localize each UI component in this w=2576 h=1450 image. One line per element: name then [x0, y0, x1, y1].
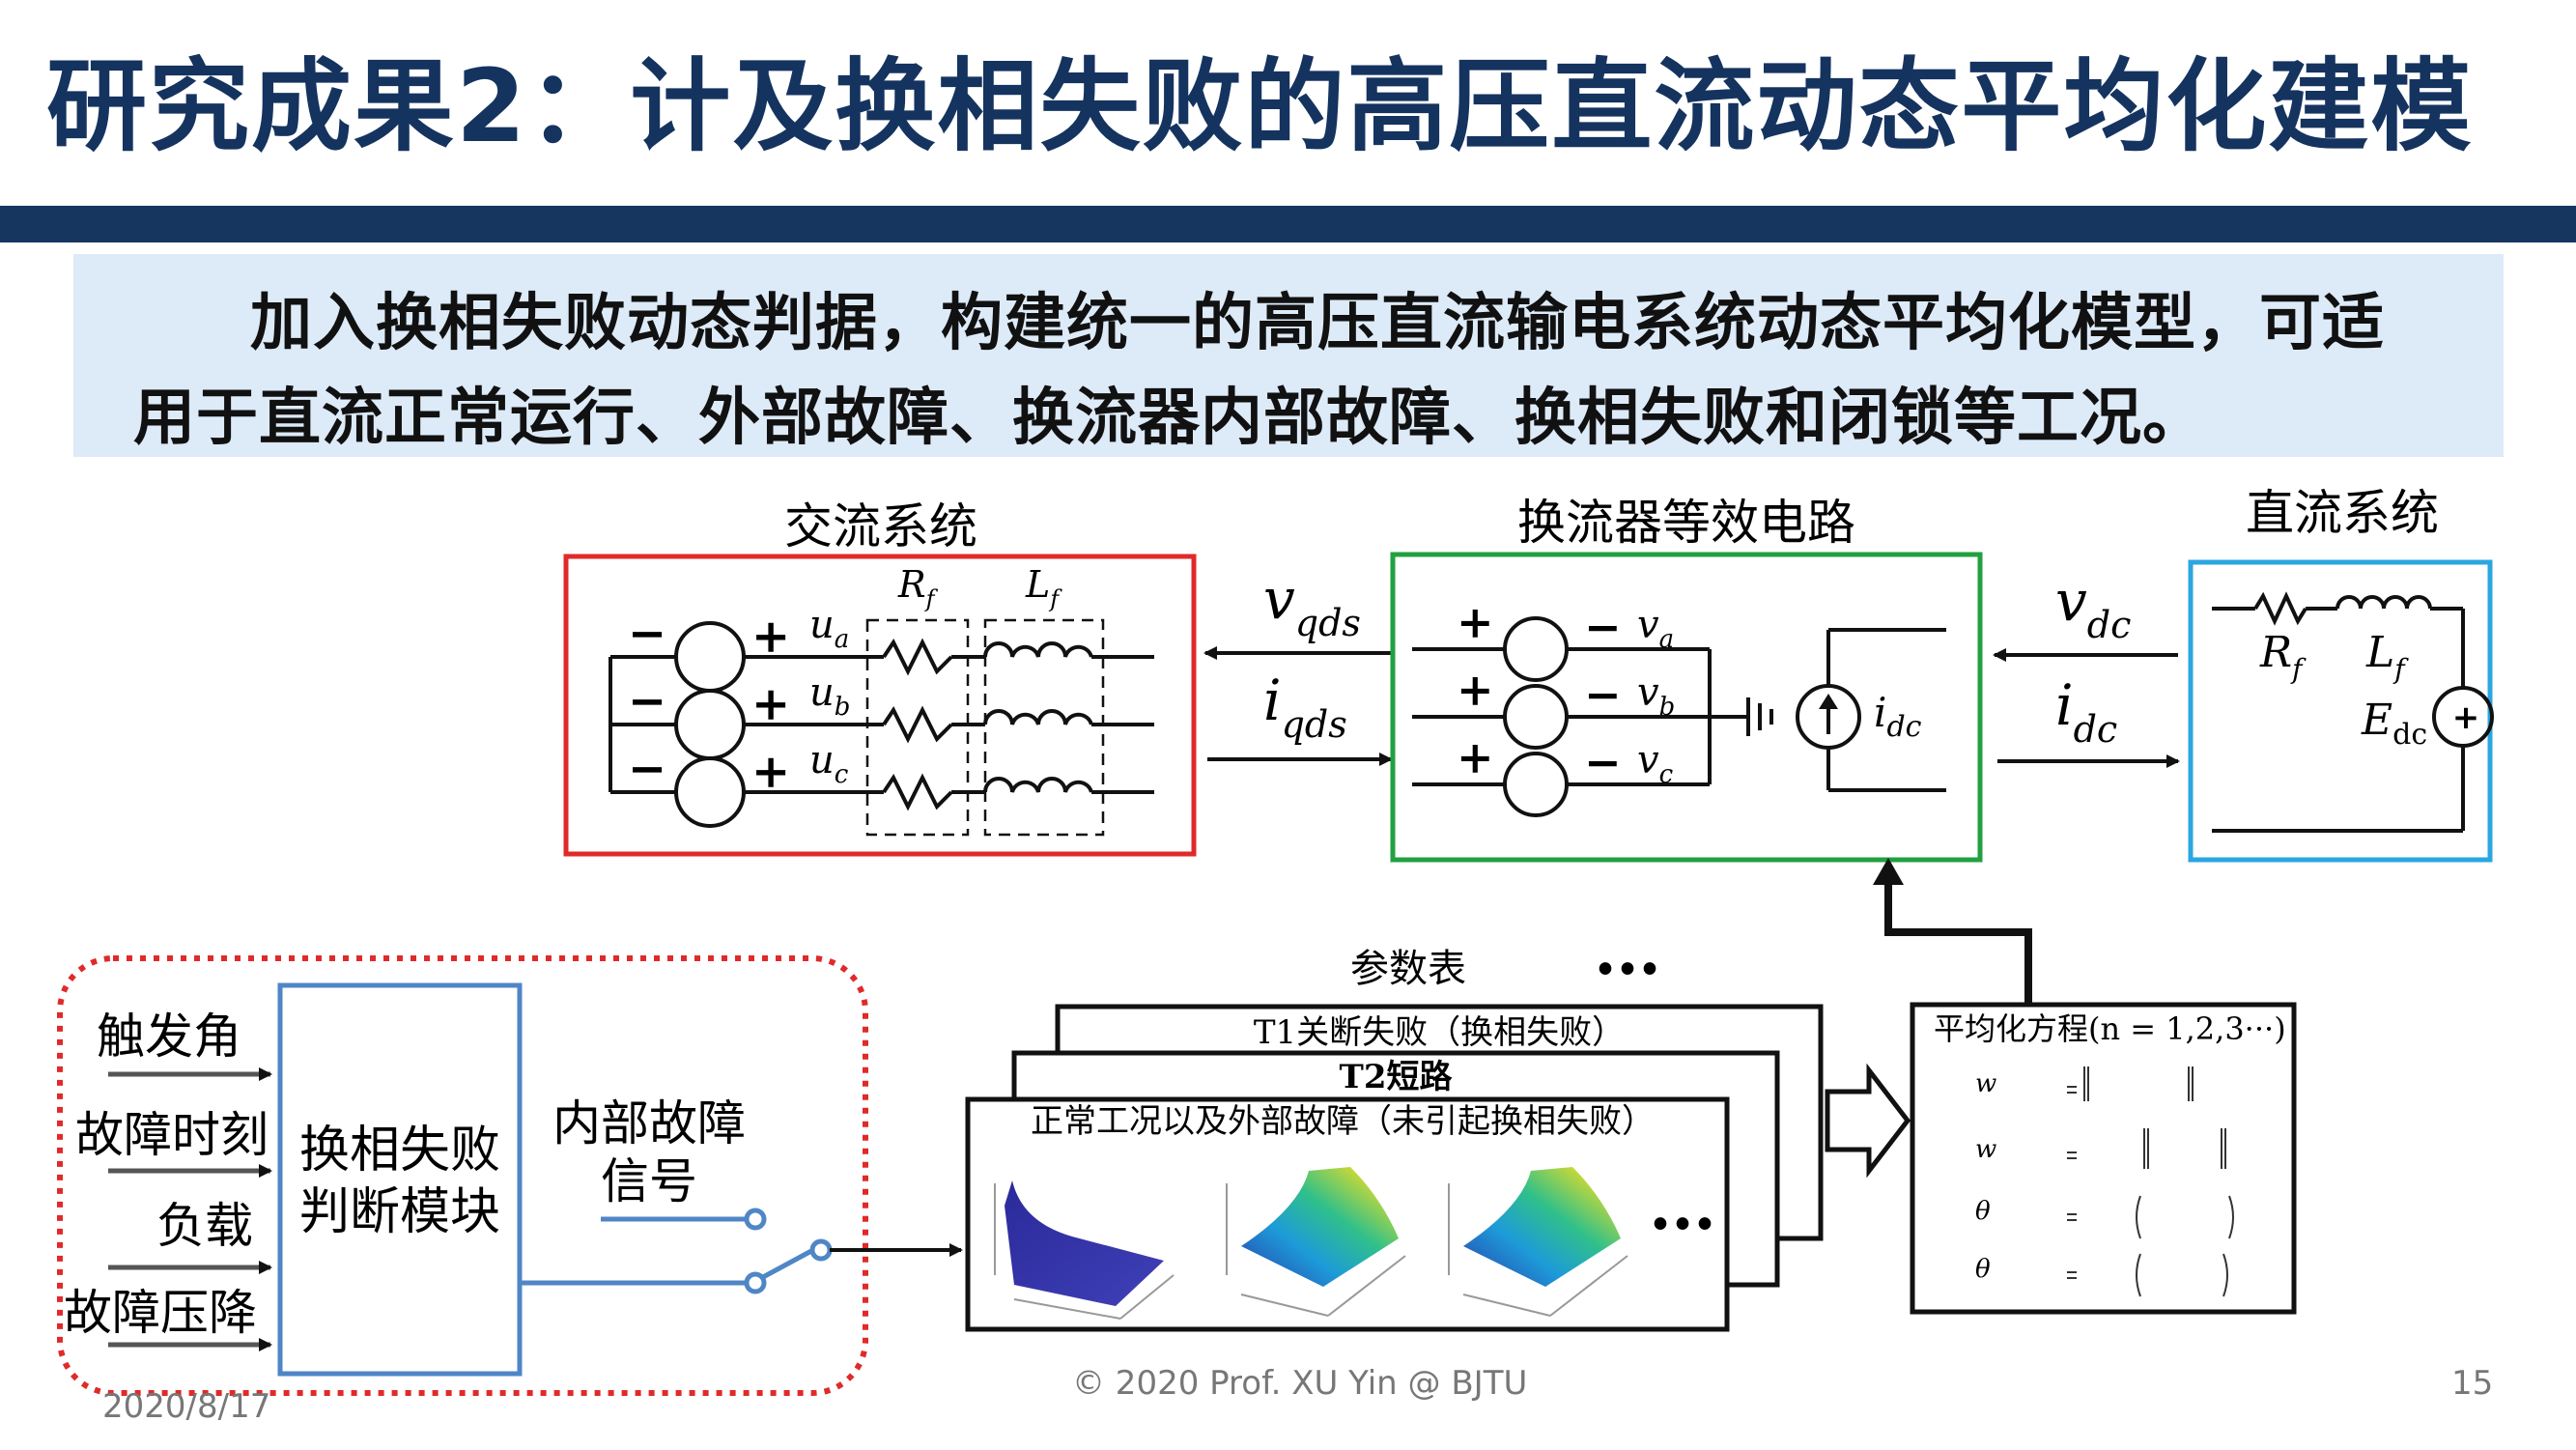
table-t1-label: T1关断失败（换相失败） [1254, 1013, 1625, 1052]
svg-text:+: + [1457, 664, 1494, 716]
ua-label: ua [809, 603, 849, 654]
vqds-label: vqds [1263, 566, 1361, 644]
equation-line: θ [1975, 1255, 1991, 1284]
vc-label: vc [1637, 738, 1674, 789]
ac-system-label: 交流系统 [784, 498, 977, 554]
idc-label: idc [2055, 672, 2117, 751]
svg-text:−: − [628, 742, 666, 796]
surface-plot-3 [1448, 1167, 1628, 1317]
param-table-label: 参数表 [1350, 947, 1466, 991]
dc-circuit [2212, 591, 2494, 833]
plots-ellipsis: ••• [1649, 1205, 1715, 1245]
hollow-arrow-to-equations [1825, 1063, 1911, 1179]
dc-system-label: 直流系统 [2246, 485, 2439, 541]
equation-line: w [1975, 1069, 1996, 1098]
averaged-equations-box [1910, 1002, 2297, 1315]
dc-lf-label: Lf [2365, 628, 2409, 685]
converter-box [1390, 552, 1983, 863]
footer-page-number: 15 [2451, 1364, 2494, 1403]
svg-text:+: + [1457, 731, 1494, 783]
ac-resistor-dashed-box [865, 618, 970, 837]
svg-text:−: − [628, 674, 666, 728]
input-label: 触发角 [97, 1009, 241, 1065]
footer-copyright: © 2020 Prof. XU Yin @ BJTU [1072, 1364, 1528, 1403]
converter-label: 换流器等效电路 [1517, 495, 1855, 551]
ac-source-polarity: − + − + − + [628, 607, 790, 799]
page-title: 研究成果2：计及换相失败的高压直流动态平均化建模 [46, 47, 2474, 165]
ac-lf-label: Lf [1025, 563, 1062, 612]
module-label-line-2: 判断模块 [299, 1183, 500, 1241]
equation-glyphs [2067, 1066, 2234, 1297]
uc-label: uc [809, 738, 849, 789]
ac-source-circuit [609, 621, 1154, 828]
input-labels: 触发角 故障时刻 负载 故障压降 [64, 1009, 269, 1341]
fault-judgement-dotted-box [57, 955, 868, 1396]
equations-list: w w θ θ [1975, 1069, 1996, 1284]
va-label: va [1637, 603, 1674, 654]
fault-signal-switch [522, 1208, 833, 1294]
equation-line: w [1975, 1135, 1996, 1164]
feedback-arrow-head [1873, 858, 1904, 885]
input-label: 故障压降 [64, 1285, 257, 1341]
summary-line-1: 加入换相失败动态判据，构建统一的高压直流输电系统动态平均化模型，可适 [250, 288, 2385, 359]
table-t2-label: T2短路 [1340, 1058, 1454, 1096]
ac-inductor-dashed-box [983, 618, 1105, 837]
module-label-line-1: 换相失败 [299, 1122, 500, 1180]
svg-text:−: − [1584, 736, 1622, 788]
equations-title: 平均化方程(n = 1,2,3···) [1934, 1010, 2286, 1047]
ac-system-box [563, 554, 1197, 857]
equation-line: θ [1975, 1197, 1991, 1226]
input-label: 故障时刻 [75, 1107, 269, 1163]
dc-rf-label: Rf [2259, 628, 2307, 685]
param-table-ellipsis: ••• [1594, 950, 1660, 990]
svg-text:−: − [1584, 668, 1622, 721]
summary-band: 加入换相失败动态判据，构建统一的高压直流输电系统动态平均化模型，可适 用于直流正… [73, 254, 2504, 457]
vb-label: vb [1637, 670, 1675, 722]
edc-label: Edc [2361, 696, 2427, 752]
svg-text:+: + [751, 677, 790, 731]
converter-idc-label: idc [1874, 689, 1922, 744]
ac-rf-label: Rf [897, 563, 939, 612]
dc-source-plus: + [2452, 698, 2480, 737]
svg-text:−: − [628, 607, 666, 661]
ub-label: ub [809, 670, 850, 722]
footer-date: 2020/8/17 [102, 1387, 271, 1426]
svg-text:−: − [1584, 601, 1622, 653]
svg-text:+: + [751, 610, 790, 664]
converter-circuit [1412, 616, 1946, 817]
svg-text:+: + [1457, 596, 1494, 648]
internal-fault-label-2: 信号 [601, 1153, 697, 1209]
title-divider-bar [0, 206, 2576, 242]
svg-text:+: + [751, 745, 790, 799]
feedback-arrow [1884, 869, 2032, 1005]
table-normal-label: 正常工况以及外部故障（未引起换相失败） [1031, 1102, 1655, 1141]
iqds-label: iqds [1263, 668, 1347, 746]
input-arrows [108, 1067, 272, 1351]
surface-plot-1 [994, 1180, 1175, 1320]
current-source-arrow [1819, 694, 1838, 709]
input-label: 负载 [156, 1198, 253, 1254]
converter-polarity: + − + − + − [1457, 596, 1622, 788]
internal-fault-label-1: 内部故障 [552, 1095, 746, 1151]
surface-plot-2 [1226, 1167, 1406, 1317]
summary-line-2: 用于直流正常运行、外部故障、换流器内部故障、换相失败和闭锁等工况。 [133, 383, 2205, 454]
commutation-failure-module-box [277, 982, 523, 1377]
vdc-label: vdc [2055, 568, 2131, 646]
